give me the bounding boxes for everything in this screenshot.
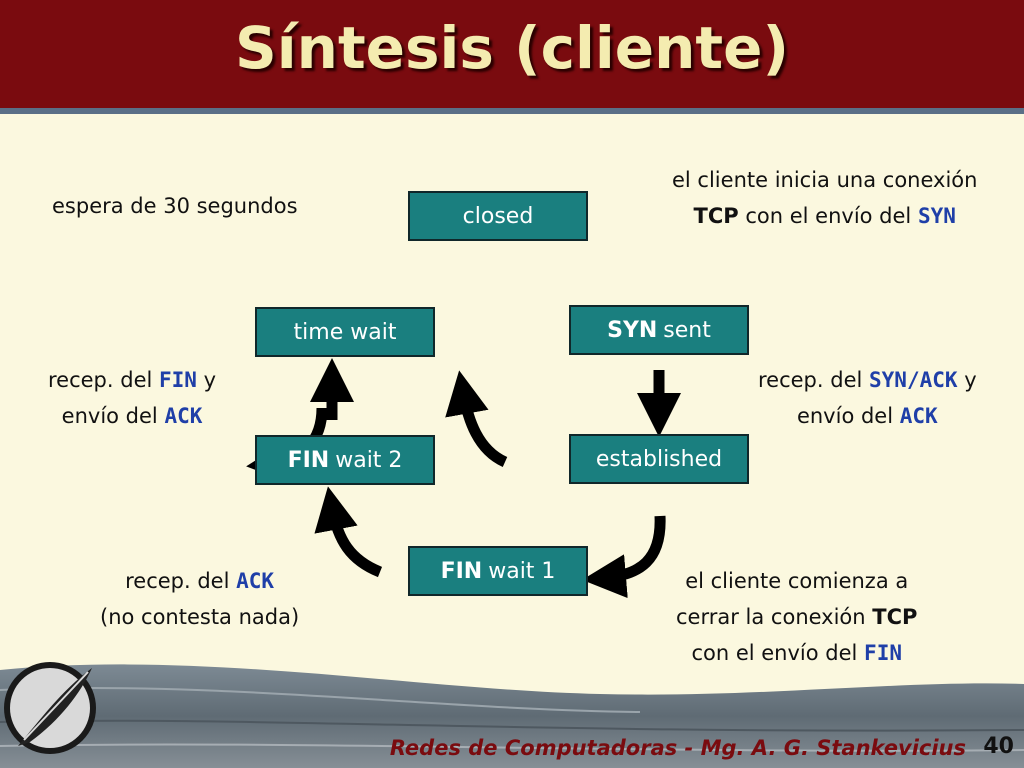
note-client-closes-fin: FIN: [864, 641, 902, 665]
arrow-established-to-finwait1: [582, 515, 666, 599]
arrow-finwait1-to-finwait2: [314, 486, 383, 578]
note-recv-synack-y: y: [964, 368, 977, 392]
state-syn-sent: SYN sent: [569, 305, 749, 355]
state-closed-label: closed: [462, 203, 534, 229]
state-closed: closed: [408, 191, 588, 241]
footer-band: [0, 662, 1024, 768]
note-client-closes-line2: cerrar la conexión: [676, 605, 866, 629]
state-fin-wait-1-bold: FIN: [440, 558, 483, 584]
state-established-label: established: [595, 446, 723, 472]
note-recv-synack-line2: envío del: [796, 404, 894, 428]
slide-title: Síntesis (cliente): [235, 14, 789, 82]
footer-text: Redes de Computadoras - Mg. A. G. Stanke…: [389, 736, 966, 760]
title-bar: [0, 0, 1024, 114]
state-fin-wait-1: FIN wait 1: [408, 546, 588, 596]
note-recv-fin-pre: recep. del: [48, 368, 153, 392]
note-recv-fin-y: y: [203, 368, 217, 392]
arrow-timewait-to-closed-hint: [445, 370, 508, 468]
note-wait30-text: espera de 30 segundos: [52, 194, 298, 218]
logo-feather-icon: [4, 662, 96, 754]
note-client-starts-tcp: TCP: [693, 204, 739, 228]
note-recv-synack-synack: SYN/ACK: [869, 368, 958, 392]
note-recv-fin: recep. del FIN y envío del ACK: [48, 362, 216, 434]
state-syn-sent-bold: SYN: [607, 317, 658, 343]
state-time-wait: time wait: [255, 307, 435, 357]
note-client-starts-mid: con el envío del: [745, 204, 912, 228]
note-client-closes-line1: el cliente comienza a: [685, 569, 909, 593]
note-client-starts-line1: el cliente inicia una conexión: [672, 168, 978, 192]
note-recv-fin-fin: FIN: [159, 368, 197, 392]
state-fin-wait-2-bold: FIN: [287, 447, 330, 473]
note-recv-synack: recep. del SYN/ACK y envío del ACK: [758, 362, 977, 434]
state-established: established: [569, 434, 749, 484]
note-client-starts-syn: SYN: [917, 204, 956, 228]
page-number: 40: [983, 734, 1014, 759]
note-recv-fin-ack: ACK: [164, 404, 203, 428]
note-client-closes-tcp: TCP: [872, 605, 918, 629]
note-recv-synack-pre: recep. del: [758, 368, 863, 392]
note-wait30: espera de 30 segundos: [52, 188, 298, 224]
note-client-closes-line3: con el envío del: [691, 641, 858, 665]
note-recv-synack-ack: ACK: [899, 404, 938, 428]
state-time-wait-label: time wait: [293, 319, 397, 345]
note-recv-ack: recep. del ACK (no contesta nada): [100, 563, 299, 635]
state-fin-wait-2: FIN wait 2: [255, 435, 435, 485]
note-recv-ack-pre: recep. del: [125, 569, 230, 593]
note-recv-ack-line2: (no contesta nada): [100, 605, 300, 629]
note-client-starts: el cliente inicia una conexión TCP con e…: [672, 162, 977, 234]
state-fin-wait-1-rest: wait 1: [488, 558, 556, 584]
note-client-closes: el cliente comienza a cerrar la conexión…: [676, 563, 917, 671]
state-fin-wait-2-rest: wait 2: [335, 447, 403, 473]
state-syn-sent-rest: sent: [663, 317, 711, 343]
note-recv-ack-ack: ACK: [236, 569, 275, 593]
note-recv-fin-line2: envío del: [61, 404, 158, 428]
